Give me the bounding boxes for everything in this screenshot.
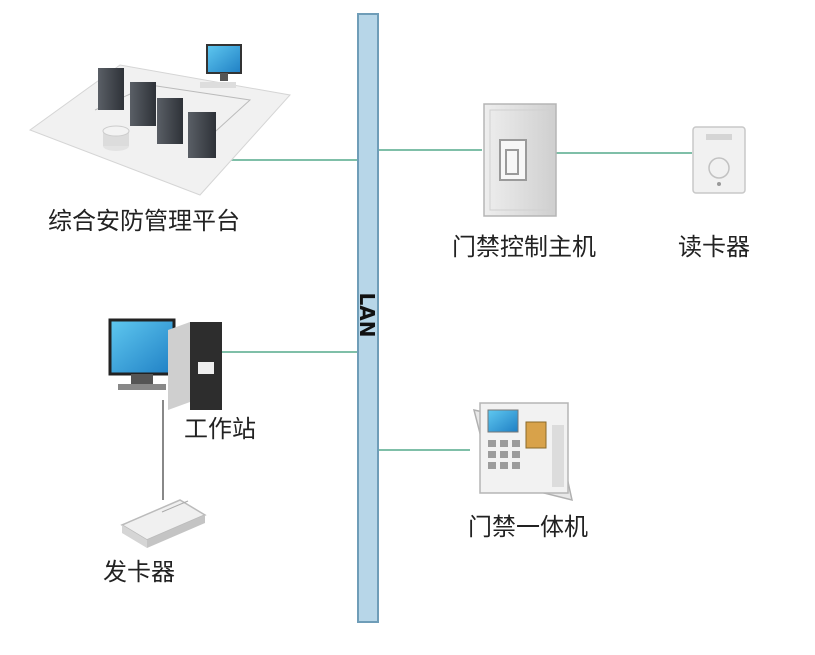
lan-bus xyxy=(357,13,379,623)
workstation-label: 工作站 xyxy=(184,415,256,443)
access-terminal-icon xyxy=(472,402,573,502)
lan-label: LAN xyxy=(355,293,379,338)
card-reader-icon xyxy=(692,126,746,194)
card-issuer-icon xyxy=(120,499,207,548)
platform-label: 综合安防管理平台 xyxy=(48,207,240,235)
connectors xyxy=(162,149,692,500)
platform-icon xyxy=(28,44,291,196)
workstation-icon xyxy=(108,318,222,410)
reader-label: 读卡器 xyxy=(678,233,750,261)
access-controller-icon xyxy=(483,103,557,217)
issuer-label: 发卡器 xyxy=(103,558,175,586)
controller-label: 门禁控制主机 xyxy=(452,233,596,261)
terminal-label: 门禁一体机 xyxy=(468,513,588,541)
